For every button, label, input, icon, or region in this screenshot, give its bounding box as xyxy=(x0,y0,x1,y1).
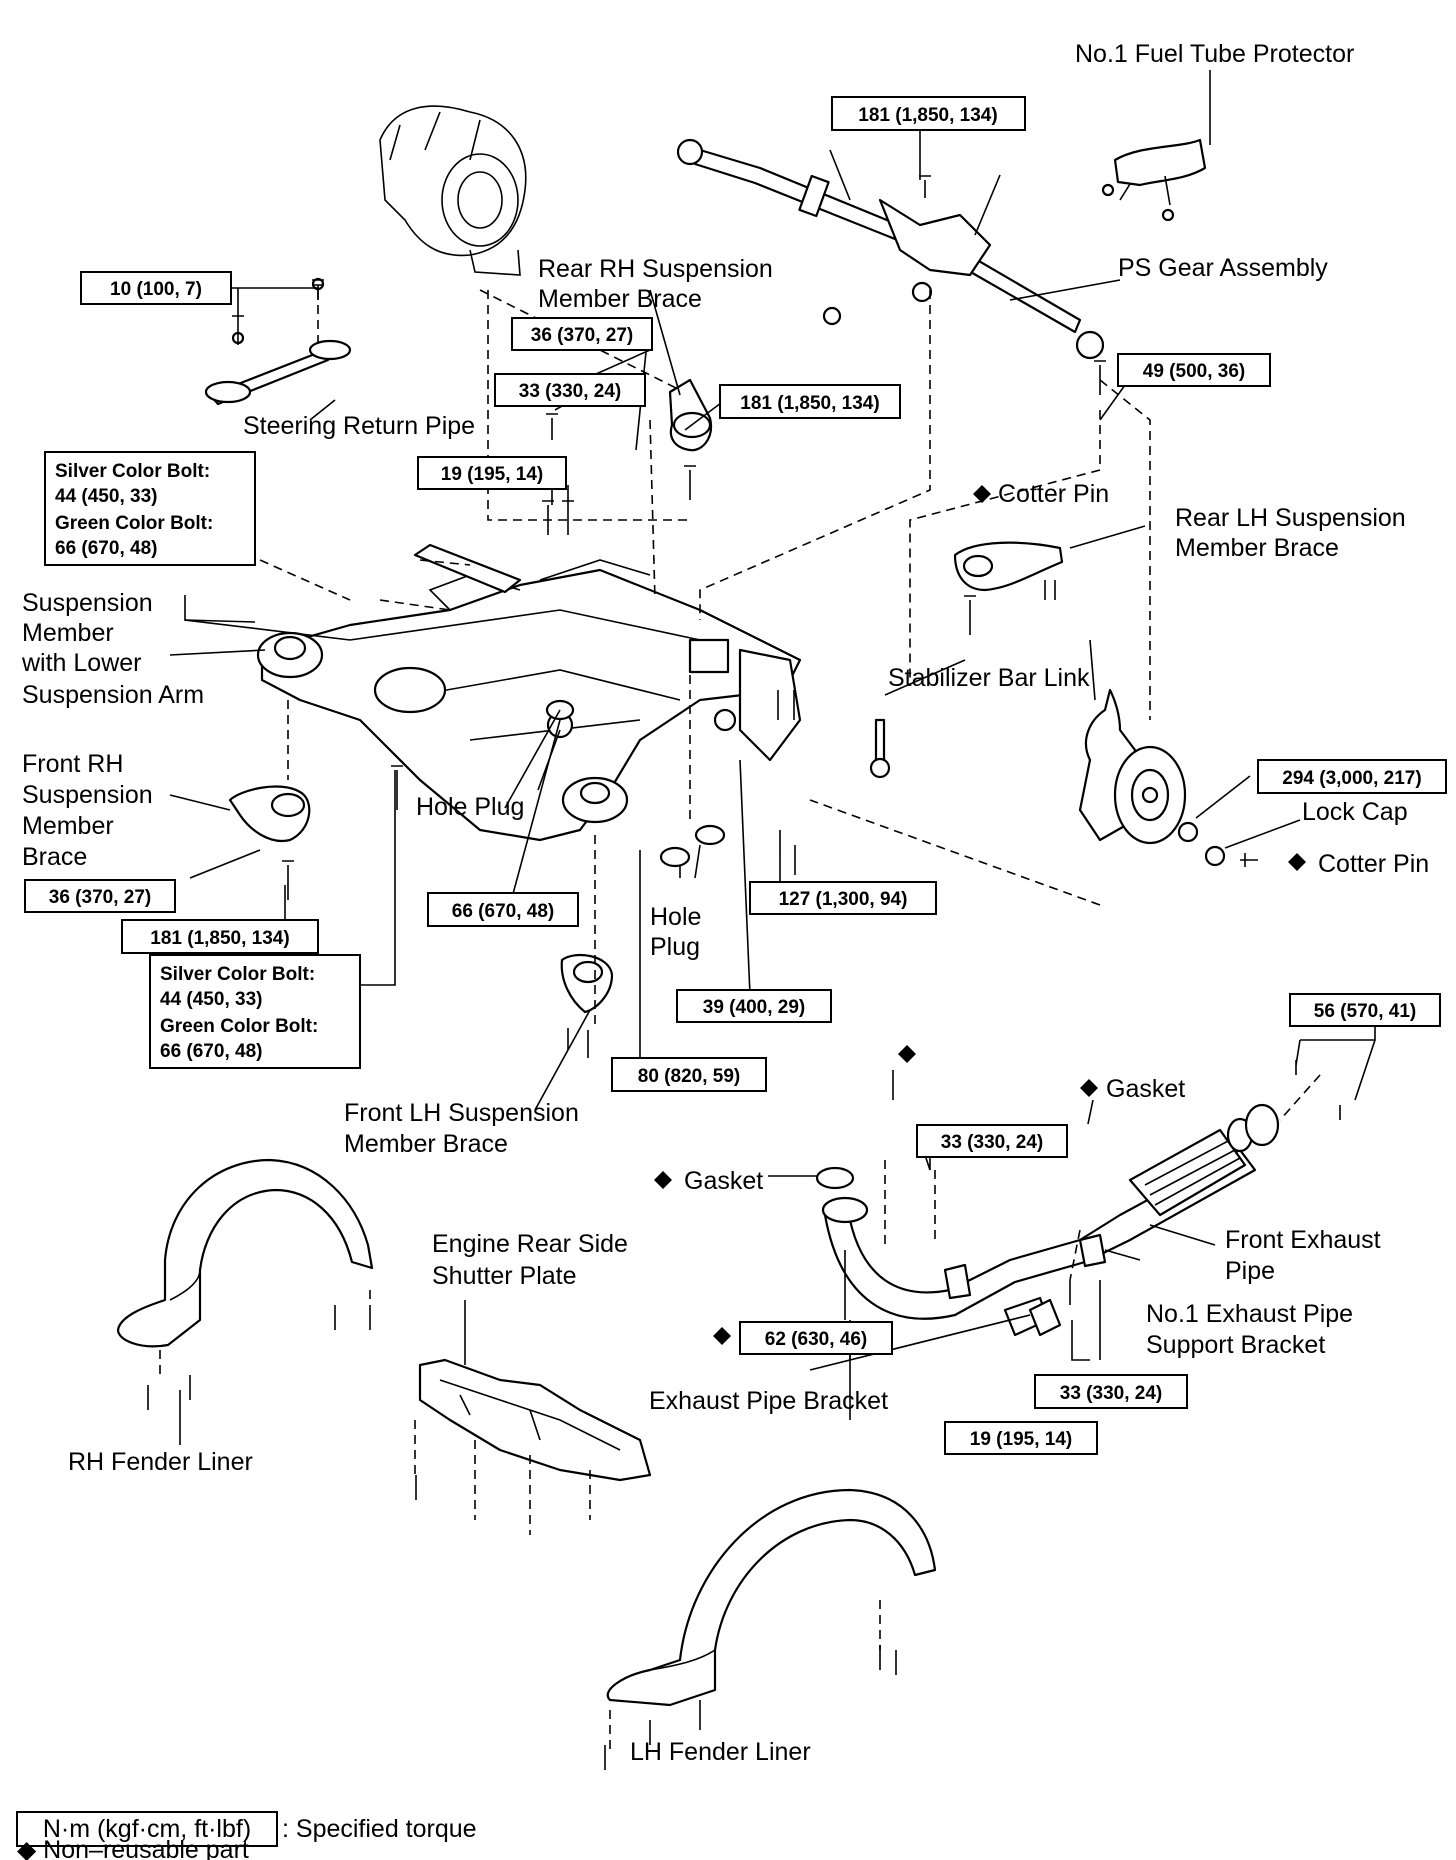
label-rh-fender-liner: RH Fender Liner xyxy=(68,1448,253,1476)
torque-49: 49 (500, 36) xyxy=(1143,361,1245,382)
torque-19-top: 19 (195, 14) xyxy=(441,464,543,485)
torque-39: 39 (400, 29) xyxy=(703,997,805,1018)
stabilizer-link-drawing xyxy=(869,718,891,779)
steering-return-pipe-drawing xyxy=(204,277,352,406)
transaxle-drawing xyxy=(379,105,527,276)
label-gasket-left: Gasket xyxy=(684,1167,763,1195)
rear-lh-brace-drawing xyxy=(953,541,1064,592)
silver-bolt-label-bot: Silver Color Bolt: xyxy=(160,964,315,985)
label-front-rh-brace-1: Front RH xyxy=(22,750,123,778)
diamond-62 xyxy=(713,1327,731,1345)
diamond-exhaust-top xyxy=(898,1045,916,1063)
lock-cap-drawing xyxy=(1177,821,1258,867)
rh-fender-liner-drawing xyxy=(116,1158,374,1348)
label-rear-rh-brace-1: Rear RH Suspension xyxy=(538,255,773,283)
diamond-markers xyxy=(654,485,1306,1345)
part-labels: No.1 Fuel Tube Protector PS Gear Assembl… xyxy=(21,40,1429,1766)
label-susp-member-4: Suspension Arm xyxy=(22,681,204,709)
label-exhaust-support-1: No.1 Exhaust Pipe xyxy=(1146,1300,1353,1328)
knuckle-drawing xyxy=(1078,639,1187,845)
green-bolt-label-bot: Green Color Bolt: xyxy=(160,1016,318,1037)
diamond-cotter-right xyxy=(1288,853,1306,871)
fuel-tube-protector-drawing xyxy=(1101,138,1207,222)
label-rear-lh-brace-2: Member Brace xyxy=(1175,534,1339,562)
torque-19-bot: 19 (195, 14) xyxy=(970,1429,1072,1450)
label-front-exhaust-1: Front Exhaust xyxy=(1225,1226,1381,1254)
label-exhaust-support-2: Support Bracket xyxy=(1146,1331,1325,1359)
silver-bolt-label-top: Silver Color Bolt: xyxy=(55,461,210,482)
torque-294: 294 (3,000, 217) xyxy=(1282,768,1421,789)
label-susp-member-3: with Lower xyxy=(21,649,142,677)
legend-unit-desc: : Specified torque xyxy=(282,1815,477,1843)
silver-bolt-value-top: 44 (450, 33) xyxy=(55,486,157,507)
exhaust-bracket-drawing xyxy=(1028,1298,1062,1337)
torque-66: 66 (670, 48) xyxy=(452,901,554,922)
torque-56: 56 (570, 41) xyxy=(1314,1001,1416,1022)
ps-gear-drawing xyxy=(676,138,1105,360)
torque-callouts: 181 (1,850, 134) 10 (100, 7) 36 (370, 27… xyxy=(24,96,1447,1455)
label-front-lh-brace-2: Member Brace xyxy=(344,1130,508,1158)
suspension-member-drawing xyxy=(256,543,802,842)
green-bolt-label-top: Green Color Bolt: xyxy=(55,513,213,534)
label-steering-return-pipe: Steering Return Pipe xyxy=(243,412,475,440)
front-rh-brace-drawing xyxy=(228,785,311,843)
label-susp-member-1: Suspension xyxy=(22,589,153,617)
torque-10: 10 (100, 7) xyxy=(110,279,202,300)
label-front-rh-brace-4: Brace xyxy=(22,843,87,871)
silver-bolt-value-bot: 44 (450, 33) xyxy=(160,989,262,1010)
diamond-gasket-top xyxy=(1080,1079,1098,1097)
label-cotter-pin-right: Cotter Pin xyxy=(1318,850,1429,878)
label-hole-plug-1: Hole Plug xyxy=(416,793,524,821)
shutter-plate-drawing xyxy=(418,1358,652,1482)
front-lh-brace-drawing xyxy=(560,953,614,1014)
torque-33-bracket: 33 (330, 24) xyxy=(1060,1383,1162,1404)
torque-62: 62 (630, 46) xyxy=(765,1329,867,1350)
label-front-rh-brace-2: Suspension xyxy=(22,781,153,809)
label-rear-lh-brace-1: Rear LH Suspension xyxy=(1175,504,1406,532)
label-susp-member-2: Member xyxy=(22,619,114,647)
legend-nonreusable: ◆ Non–reusable part xyxy=(17,1836,249,1860)
label-front-lh-brace-1: Front LH Suspension xyxy=(344,1099,579,1127)
torque-33-exhaust: 33 (330, 24) xyxy=(941,1132,1043,1153)
legend-unit-box: N·m (kgf·cm, ft·lbf) xyxy=(43,1815,251,1843)
torque-127: 127 (1,300, 94) xyxy=(779,889,908,910)
torque-36-front: 36 (370, 27) xyxy=(49,887,151,908)
torque-36-rear: 36 (370, 27) xyxy=(531,325,633,346)
label-cotter-pin-top: Cotter Pin xyxy=(998,480,1109,508)
label-hole-plug-2a: Hole xyxy=(650,903,701,931)
lh-fender-liner-drawing xyxy=(606,1488,937,1707)
torque-181-rear: 181 (1,850, 134) xyxy=(740,393,879,414)
guide-lines xyxy=(159,289,1321,1750)
hole-plug-drawing xyxy=(545,699,726,868)
diamond-gasket-left xyxy=(654,1171,672,1189)
green-bolt-value-bot: 66 (670, 48) xyxy=(160,1041,262,1062)
label-ps-gear-assembly: PS Gear Assembly xyxy=(1118,254,1328,282)
label-front-exhaust-2: Pipe xyxy=(1225,1257,1275,1285)
green-bolt-value-top: 66 (670, 48) xyxy=(55,538,157,559)
label-exhaust-pipe-bracket: Exhaust Pipe Bracket xyxy=(649,1387,888,1415)
torque-80: 80 (820, 59) xyxy=(638,1066,740,1087)
label-fuel-tube-protector: No.1 Fuel Tube Protector xyxy=(1075,40,1354,68)
label-rear-rh-brace-2: Member Brace xyxy=(538,285,702,313)
torque-181-front: 181 (1,850, 134) xyxy=(150,928,289,949)
label-engine-shutter-2: Shutter Plate xyxy=(432,1262,577,1290)
label-gasket-top: Gasket xyxy=(1106,1075,1185,1103)
label-stabilizer-link: Stabilizer Bar Link xyxy=(888,664,1090,692)
torque-33-rear: 33 (330, 24) xyxy=(519,381,621,402)
legend: N·m (kgf·cm, ft·lbf) : Specified torque … xyxy=(16,1811,477,1860)
label-engine-shutter-1: Engine Rear Side xyxy=(432,1230,628,1258)
label-hole-plug-2b: Plug xyxy=(650,933,700,961)
diamond-cotter-top xyxy=(973,485,991,503)
label-lh-fender-liner: LH Fender Liner xyxy=(630,1738,811,1766)
label-front-rh-brace-3: Member xyxy=(22,812,114,840)
torque-181-ps: 181 (1,850, 134) xyxy=(858,105,997,126)
label-lock-cap: Lock Cap xyxy=(1302,798,1408,826)
